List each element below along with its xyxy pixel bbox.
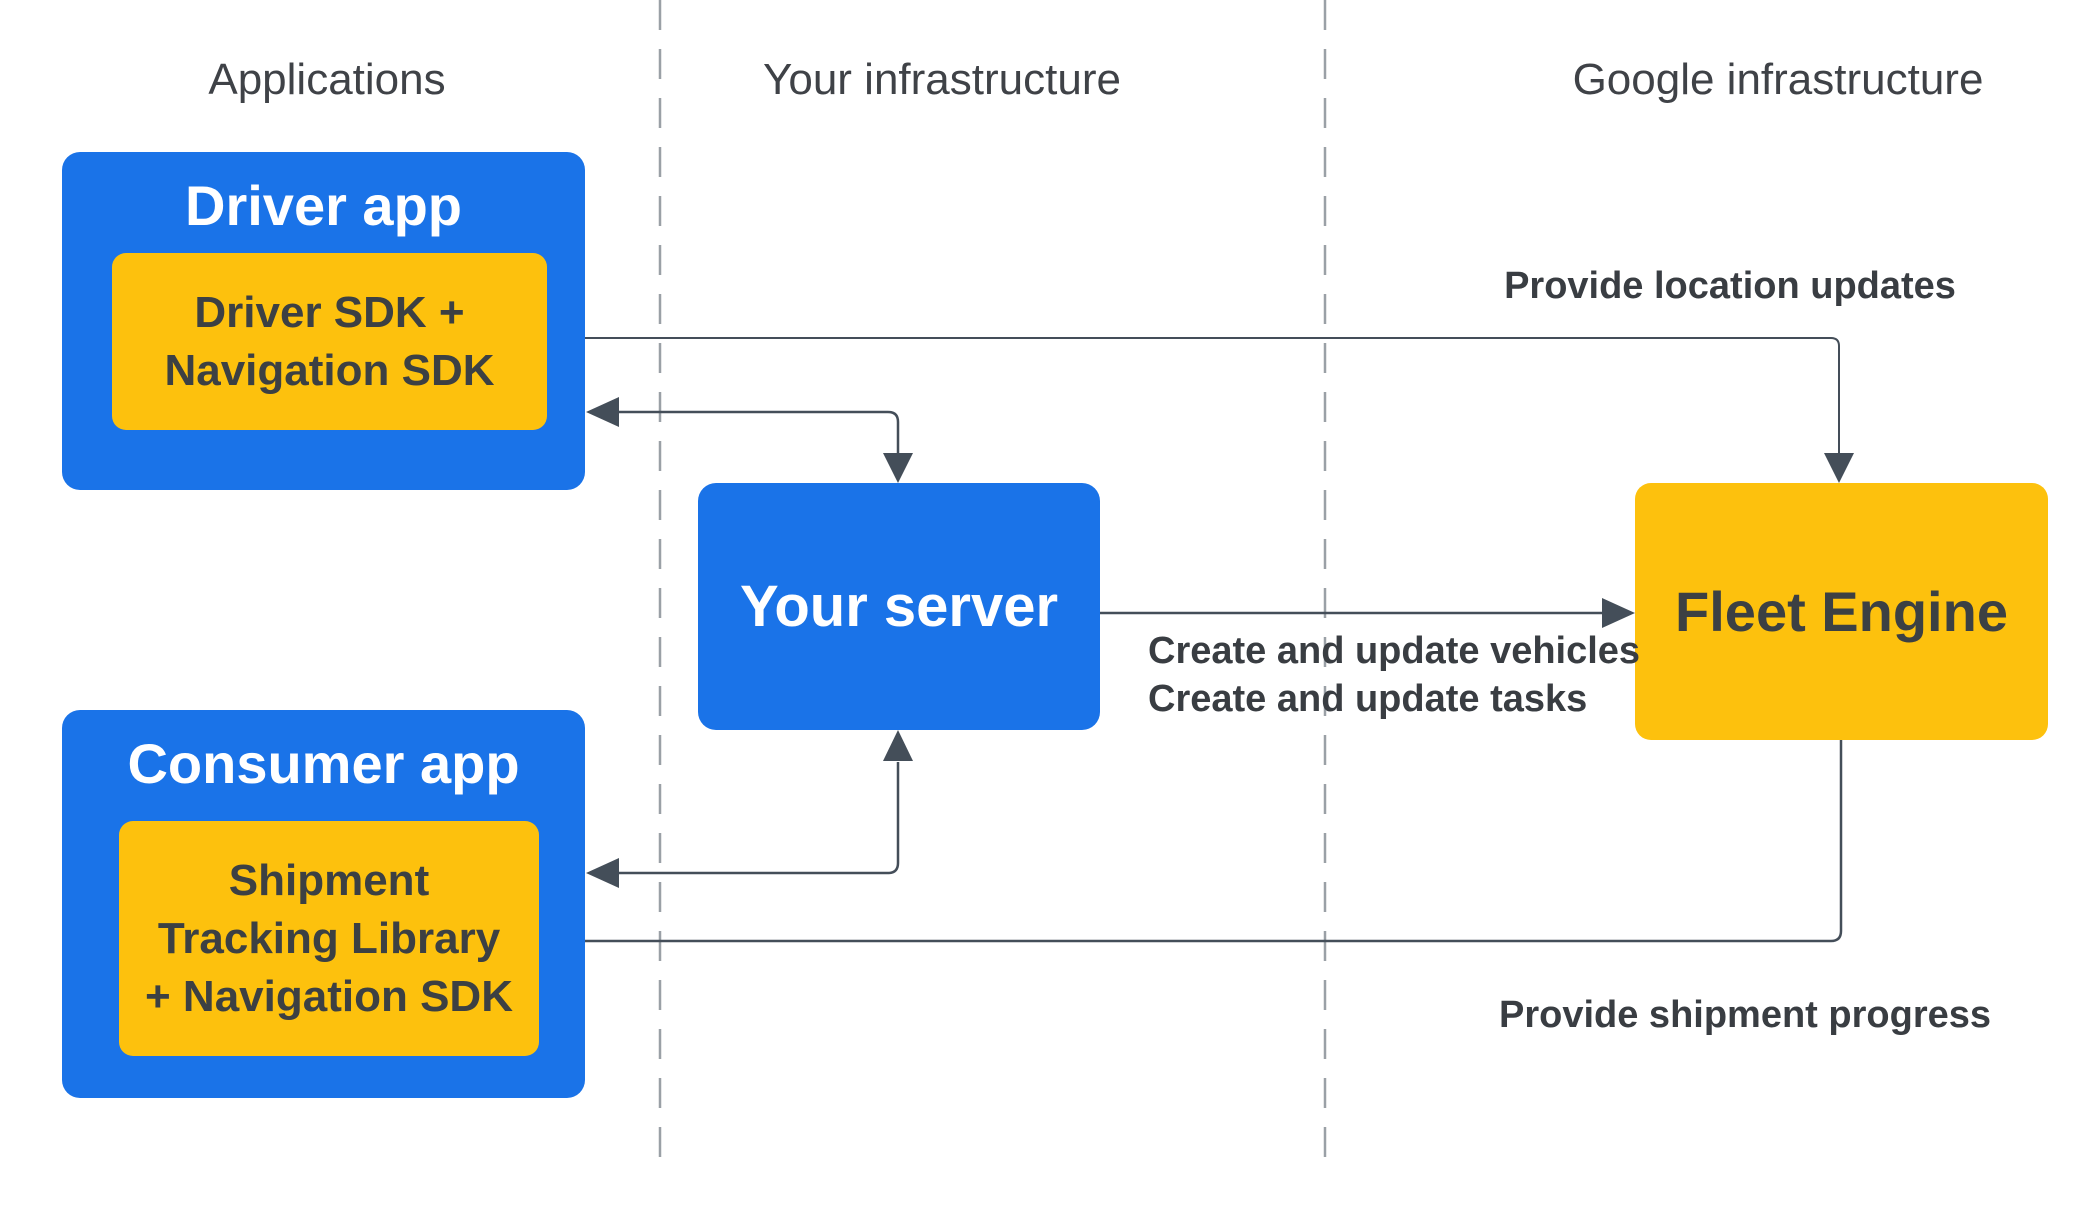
arrowhead-left-into-driver-app [586,397,619,427]
arrowhead-down-into-fleet-engine [1824,453,1854,483]
arrowhead-down-into-your-server [883,453,913,483]
edge-your-server-to-driver-app [586,397,913,483]
arrowhead-right-into-fleet-engine [1602,598,1635,628]
edge-fleet-engine-to-driver-sdk [547,323,1854,483]
column-header-your-infrastructure: Your infrastructure [763,55,1121,104]
consumer-app-title: Consumer app [127,732,520,795]
your-server-node: Your server [698,483,1100,730]
edge-label-create-update-tasks: Create and update tasks [1148,678,1588,720]
fleet-engine-node: Fleet Engine [1635,483,2048,740]
column-header-google-infrastructure: Google infrastructure [1572,55,1984,104]
arrowhead-left-into-consumer-app [586,858,619,888]
shipment-library-line-1: Shipment [228,855,430,905]
edge-label-create-update: Create and update vehicles Create and up… [1148,627,1640,723]
edge-fleet-engine-to-shipment-library [541,740,1843,956]
edge-label-provide-location-updates: Provide location updates [1504,265,1956,307]
column-header-applications: Applications [208,55,446,104]
arrowhead-up-into-your-server [883,730,913,761]
shipment-tracking-library-node: Shipment Tracking Library + Navigation S… [119,821,539,1056]
edge-your-server-to-fleet-engine [1100,598,1635,628]
shipment-library-line-2: Tracking Library [157,913,501,963]
driver-app-title: Driver app [185,174,462,237]
edge-your-server-to-consumer-app [586,730,913,888]
consumer-app-node: Consumer app Shipment Tracking Library +… [62,710,585,1098]
driver-sdk-node: Driver SDK + Navigation SDK [112,253,547,430]
driver-sdk-line-1: Driver SDK + [194,287,465,337]
your-server-title: Your server [739,574,1059,639]
shipment-library-line-3: + Navigation SDK [145,971,513,1021]
edge-label-create-update-vehicles: Create and update vehicles [1148,630,1641,672]
driver-app-node: Driver app Driver SDK + Navigation SDK [62,152,585,490]
fleet-engine-title: Fleet Engine [1675,580,2008,643]
edge-label-provide-shipment-progress: Provide shipment progress [1498,994,1992,1036]
driver-sdk-line-2: Navigation SDK [164,345,495,395]
